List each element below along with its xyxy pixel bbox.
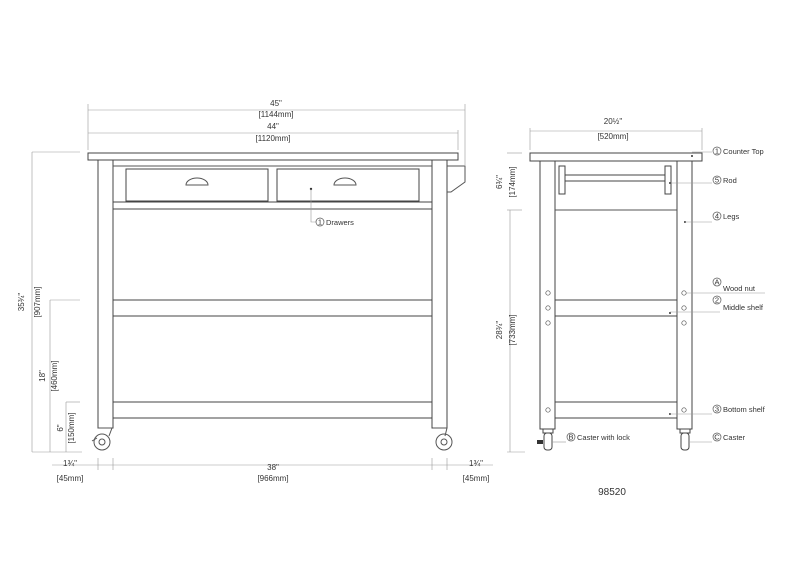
svg-text:Bottom shelf: Bottom shelf (723, 405, 766, 414)
rod (558, 165, 672, 195)
caster (679, 428, 691, 451)
svg-text:3: 3 (715, 405, 719, 414)
svg-text:38": 38" (267, 463, 279, 472)
wood-nut-holes (545, 290, 687, 413)
callout-middle-shelf: 2 Middle shelf (712, 296, 764, 312)
svg-text:[520mm]: [520mm] (597, 132, 628, 141)
svg-text:1: 1 (715, 147, 719, 156)
drawer-handle-icon (185, 177, 209, 186)
svg-text:[966mm]: [966mm] (257, 474, 288, 483)
svg-text:Legs: Legs (723, 212, 740, 221)
svg-text:A: A (714, 278, 719, 287)
svg-text:35¾": 35¾" (17, 293, 26, 312)
counter-top (87, 152, 459, 161)
towel-hook (447, 165, 466, 193)
drawer-handle-icon (333, 177, 357, 186)
callout-rod: 5 Rod (712, 176, 737, 185)
svg-text:4: 4 (715, 212, 719, 221)
svg-text:Middle shelf: Middle shelf (723, 303, 764, 312)
svg-text:45": 45" (270, 99, 282, 108)
middle-shelf (554, 299, 678, 317)
svg-text:Rod: Rod (723, 176, 737, 185)
callout-caster: C Caster (712, 433, 746, 442)
svg-text:Caster: Caster (723, 433, 746, 442)
svg-text:2: 2 (715, 296, 719, 305)
svg-text:[1144mm]: [1144mm] (259, 110, 294, 119)
callout-bottom-shelf: 3 Bottom shelf (712, 405, 766, 414)
svg-text:18": 18" (38, 370, 47, 382)
bottom-shelf (112, 401, 433, 419)
svg-text:1: 1 (318, 218, 322, 227)
svg-text:1¾": 1¾" (469, 459, 483, 468)
bottom-shelf (554, 401, 678, 419)
svg-text:6": 6" (56, 424, 65, 431)
callout-caster-with-lock: B Caster with lock (566, 433, 630, 442)
drawer-rail (112, 201, 433, 210)
svg-text:[45mm]: [45mm] (463, 474, 490, 483)
front-view: 1 Drawers 45" [1144mm] 44" [1120mm] 35¾"… (17, 99, 493, 483)
svg-text:Wood nut: Wood nut (723, 284, 756, 293)
svg-text:C: C (714, 433, 720, 442)
svg-text:5: 5 (715, 176, 719, 185)
callout-legs: 4 Legs (712, 212, 740, 221)
callout-counter-top: 1 Counter Top (712, 147, 764, 156)
svg-text:20½": 20½" (604, 117, 623, 126)
side-view: 1 Counter Top 5 Rod 4 Legs A Wood nut 2 … (495, 117, 766, 453)
counter-top (529, 152, 703, 162)
svg-text:[733mm]: [733mm] (508, 314, 517, 345)
caster (433, 427, 453, 451)
svg-text:B: B (568, 433, 573, 442)
svg-text:28¾": 28¾" (495, 321, 504, 340)
svg-text:Counter Top: Counter Top (723, 147, 764, 156)
svg-text:[460mm]: [460mm] (50, 360, 59, 391)
svg-text:[174mm]: [174mm] (508, 166, 517, 197)
caster-with-lock (537, 428, 554, 451)
svg-text:[907mm]: [907mm] (33, 286, 42, 317)
svg-text:[45mm]: [45mm] (57, 474, 84, 483)
middle-shelf (112, 299, 433, 317)
callout-drawers: Drawers (326, 218, 354, 227)
svg-text:44": 44" (267, 122, 279, 131)
model-number: 98520 (598, 487, 626, 498)
left-leg (97, 159, 114, 429)
callouts (552, 151, 765, 443)
caster-with-lock (91, 427, 113, 451)
svg-text:1¾": 1¾" (63, 459, 77, 468)
svg-text:Caster with lock: Caster with lock (577, 433, 630, 442)
right-leg (431, 159, 448, 429)
svg-text:6¾": 6¾" (495, 175, 504, 189)
svg-text:[150mm]: [150mm] (67, 412, 76, 443)
callout-wood-nut: A Wood nut (712, 278, 756, 293)
svg-text:[1120mm]: [1120mm] (256, 134, 291, 143)
